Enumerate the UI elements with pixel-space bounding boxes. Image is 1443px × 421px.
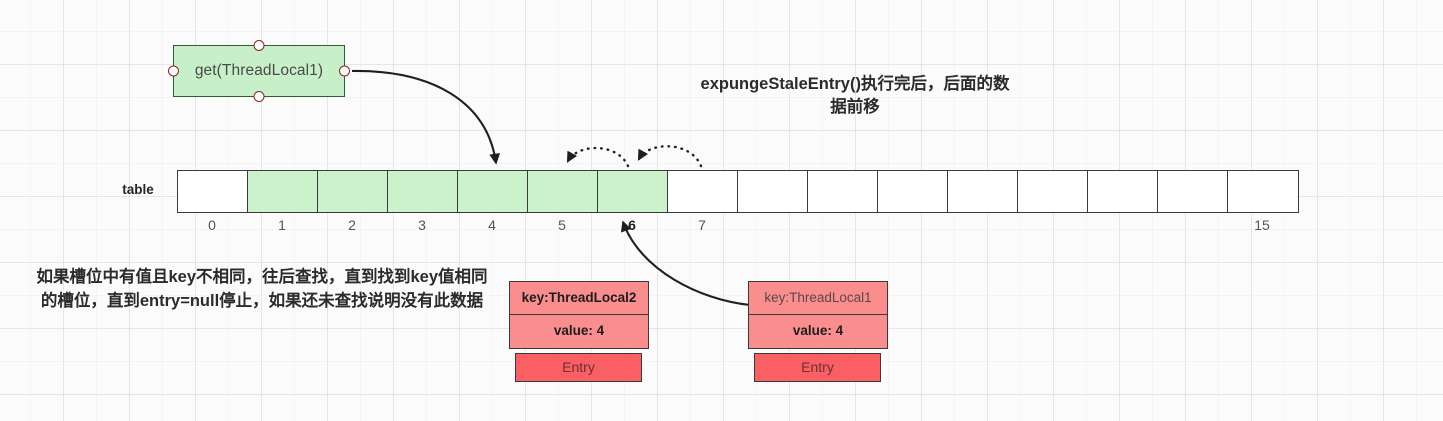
table-cell[interactable] [458,171,528,212]
connection-handle-top-icon[interactable] [253,40,265,51]
entry-key-label: key:ThreadLocal1 [748,281,888,315]
entry-value-label: value: 4 [748,315,888,349]
entry-footer-label: Entry [515,353,642,382]
table-cell[interactable] [1018,171,1088,212]
table-cell[interactable] [248,171,318,212]
table-cell[interactable] [738,171,808,212]
table-index-label: 6 [628,217,636,233]
process-box-get-threadlocal1[interactable]: get(ThreadLocal1) [168,40,350,102]
shift-arc-7-to-6 [637,145,703,168]
table-cell[interactable] [878,171,948,212]
table-cell[interactable] [1158,171,1228,212]
table-cell[interactable] [388,171,458,212]
table-cell[interactable] [1228,171,1298,212]
table-index-label: 7 [698,217,706,233]
connection-handle-right-icon[interactable] [339,65,350,77]
entry-footer-label: Entry [754,353,881,382]
table-cell[interactable] [598,171,668,212]
table-index-label: 5 [558,217,566,233]
table-array [177,170,1299,213]
shift-arc-6-to-5 [566,146,630,168]
table-index-label: 4 [488,217,496,233]
connection-handle-bottom-icon[interactable] [253,91,265,102]
table-cell[interactable] [528,171,598,212]
table-cell[interactable] [668,171,738,212]
entry-key-label: key:ThreadLocal2 [509,281,649,315]
connector-get-to-slot4 [351,69,501,165]
table-cell[interactable] [178,171,248,212]
process-box-label: get(ThreadLocal1) [194,62,324,79]
table-index-label: 2 [348,217,356,233]
table-index-label: 15 [1254,217,1270,233]
note-probe-rule: 如果槽位中有值且key不相同，往后查找，直到找到key值相同的槽位，直到entr… [36,268,488,310]
table-index-label: 1 [278,217,286,233]
entry-card-threadlocal2: key:ThreadLocal2 value: 4 Entry [509,281,649,382]
note-expunge-stale-entry: expungeStaleEntry()执行完后，后面的数据前移 [700,75,1010,117]
table-cell[interactable] [948,171,1018,212]
table-cell[interactable] [1088,171,1158,212]
entry-card-threadlocal1: key:ThreadLocal1 value: 4 Entry [748,281,888,382]
table-index-label: 0 [208,217,216,233]
connection-handle-left-icon[interactable] [168,65,179,77]
table-label: table [122,182,154,197]
table-cell[interactable] [318,171,388,212]
table-cell[interactable] [808,171,878,212]
table-index-label: 3 [418,217,426,233]
entry-value-label: value: 4 [509,315,649,349]
